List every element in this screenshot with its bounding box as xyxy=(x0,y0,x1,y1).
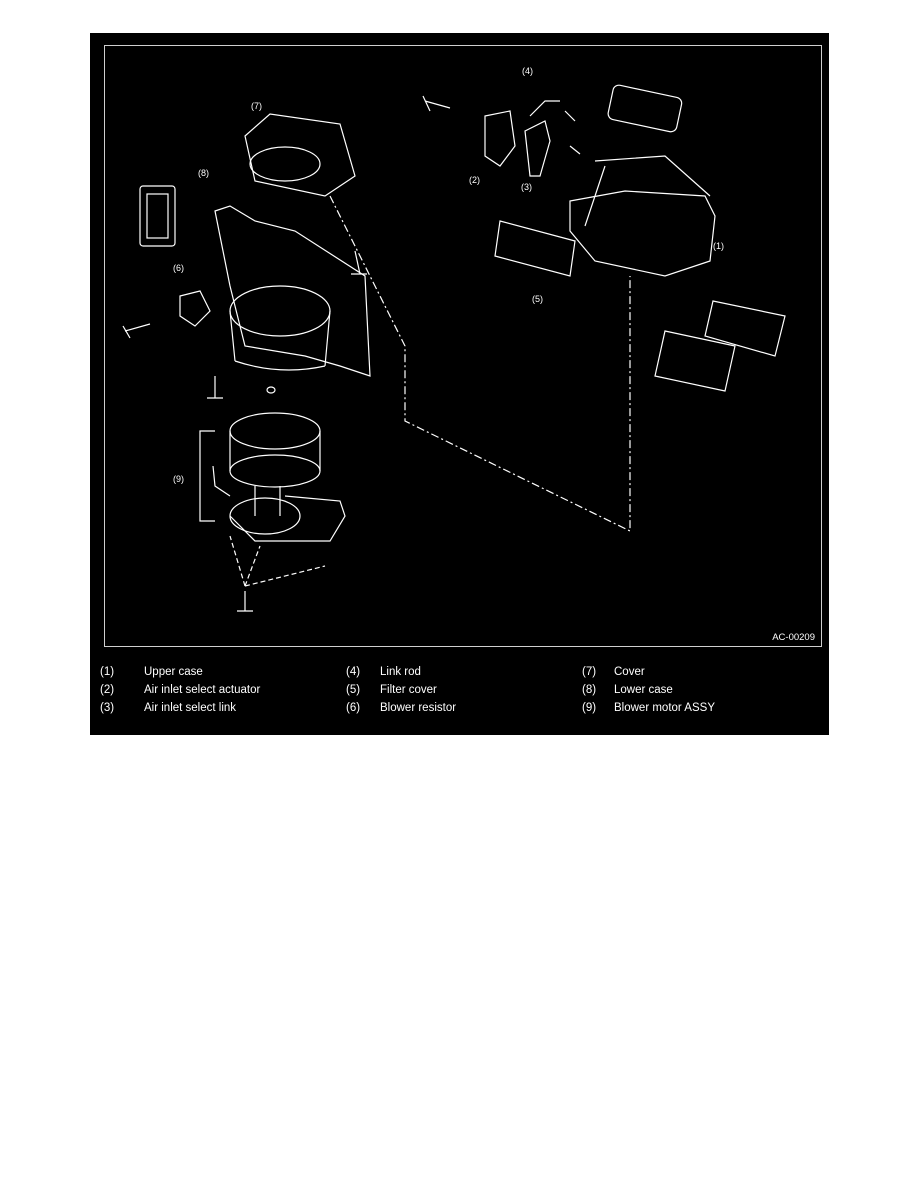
legend-item: (2)Air inlet select actuator xyxy=(100,684,261,696)
part-screw xyxy=(422,95,451,112)
part-filter-1 xyxy=(704,300,786,357)
part-blower-motor-9 xyxy=(212,465,346,542)
part-cover-7 xyxy=(244,113,356,197)
bracket-9 xyxy=(199,430,215,522)
part-screw xyxy=(207,376,223,399)
part-link-3 xyxy=(524,120,551,177)
exploded-view-diagram xyxy=(122,84,786,612)
part-blower-resistor-6 xyxy=(179,290,211,327)
part-gasket xyxy=(139,185,176,247)
callout-8: (8) xyxy=(198,168,209,178)
legend-item: (3)Air inlet select link xyxy=(100,702,237,714)
leader-dash xyxy=(329,195,631,532)
legend-item: (1)Upper case xyxy=(100,666,203,678)
callout-7: (7) xyxy=(251,101,262,111)
legend-item: (8)Lower case xyxy=(582,684,673,696)
part-link-rod-4 xyxy=(529,100,560,117)
legend-item: (6)Blower resistor xyxy=(346,702,457,714)
callout-6: (6) xyxy=(173,263,184,273)
callout-3: (3) xyxy=(521,182,532,192)
part-screw xyxy=(237,591,253,612)
figure-id: AC-00209 xyxy=(772,632,815,643)
legend-column-2: (4)Link rod (5)Filter cover (6)Blower re… xyxy=(346,666,576,720)
diagram-frame: (7) (8) (6) (9) (4) (2) (3) (5) (1) AC-0… xyxy=(104,45,822,647)
part-screw xyxy=(122,323,151,339)
callout-5: (5) xyxy=(532,294,543,304)
figure-panel: (7) (8) (6) (9) (4) (2) (3) (5) (1) AC-0… xyxy=(90,33,829,735)
part-filter-cover-5 xyxy=(494,220,576,277)
callout-4: (4) xyxy=(522,66,533,76)
legend-item: (9)Blower motor ASSY xyxy=(582,702,715,714)
part-filter-2 xyxy=(654,330,736,392)
legend-column-3: (7)Cover (8)Lower case (9)Blower motor A… xyxy=(582,666,812,720)
legend-item: (5)Filter cover xyxy=(346,684,437,696)
part-upper-case-1 xyxy=(569,155,716,277)
callout-2: (2) xyxy=(469,175,480,185)
legend-item: (7)Cover xyxy=(582,666,645,678)
part-screw xyxy=(351,250,367,275)
part-actuator-2 xyxy=(484,110,516,167)
part-top-gasket xyxy=(607,84,683,133)
callout-9: (9) xyxy=(173,474,184,484)
callout-1: (1) xyxy=(713,241,724,251)
part-lower-case-8 xyxy=(214,205,371,377)
part-blower-fan xyxy=(229,386,321,488)
legend-column-1: (1)Upper case (2)Air inlet select actuat… xyxy=(100,666,330,720)
legend-item: (4)Link rod xyxy=(346,666,421,678)
